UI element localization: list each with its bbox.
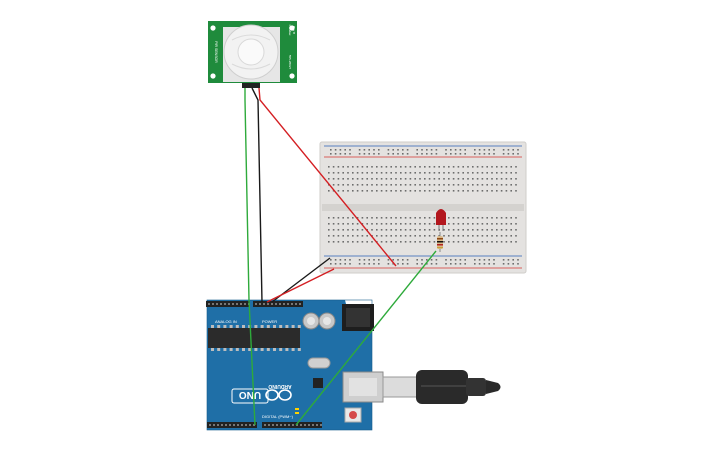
power-label: POWER [262, 319, 277, 324]
resistor[interactable] [437, 232, 443, 252]
pir-brand-label: Parallax [288, 25, 292, 36]
pir-signal-wire [244, 88, 256, 426]
power-wire [266, 268, 335, 303]
small-ic [313, 378, 323, 388]
svg-text:ARDUINO: ARDUINO [268, 383, 291, 389]
digital-label: DIGITAL (PWM~) [262, 414, 294, 419]
digital-header[interactable] [209, 424, 322, 426]
pir-power-wire [258, 87, 397, 267]
atmega-chip [208, 328, 300, 348]
mount-hole-icon [289, 73, 295, 79]
pir-ground-wire [251, 87, 263, 303]
mount-hole-icon [210, 73, 216, 79]
power-analog-header[interactable] [208, 303, 301, 305]
mount-hole-icon [210, 25, 216, 31]
rx-led [295, 412, 299, 414]
red-led[interactable] [436, 209, 446, 231]
pir-version-label: Rev B [292, 26, 296, 34]
svg-text:UNO: UNO [239, 389, 261, 400]
pir-pin-header[interactable] [242, 83, 260, 88]
breadboard[interactable] [319, 141, 527, 274]
mount-hole-icon [289, 25, 295, 31]
arduino-uno-board[interactable]: ANALOG IN POWER UNO ARDUINO [206, 299, 384, 431]
crystal-oscillator [307, 357, 331, 369]
chip-pins [211, 325, 301, 351]
tx-led [295, 408, 299, 410]
pir-part-number: 555-28027 [288, 55, 292, 70]
pir-sensor-module[interactable]: PIR SENSOR Parallax Rev B 555-28027 [208, 21, 297, 88]
analog-in-label: ANALOG IN [215, 319, 237, 324]
wires[interactable] [244, 87, 437, 426]
arduino-infinity-logo [265, 389, 292, 401]
arduino-brand: ARDUINO [268, 383, 291, 389]
led-signal-wire [295, 250, 437, 426]
uno-logo: UNO [231, 388, 269, 404]
usb-cable[interactable] [382, 370, 501, 404]
pir-left-label: PIR SENSOR [214, 41, 218, 63]
